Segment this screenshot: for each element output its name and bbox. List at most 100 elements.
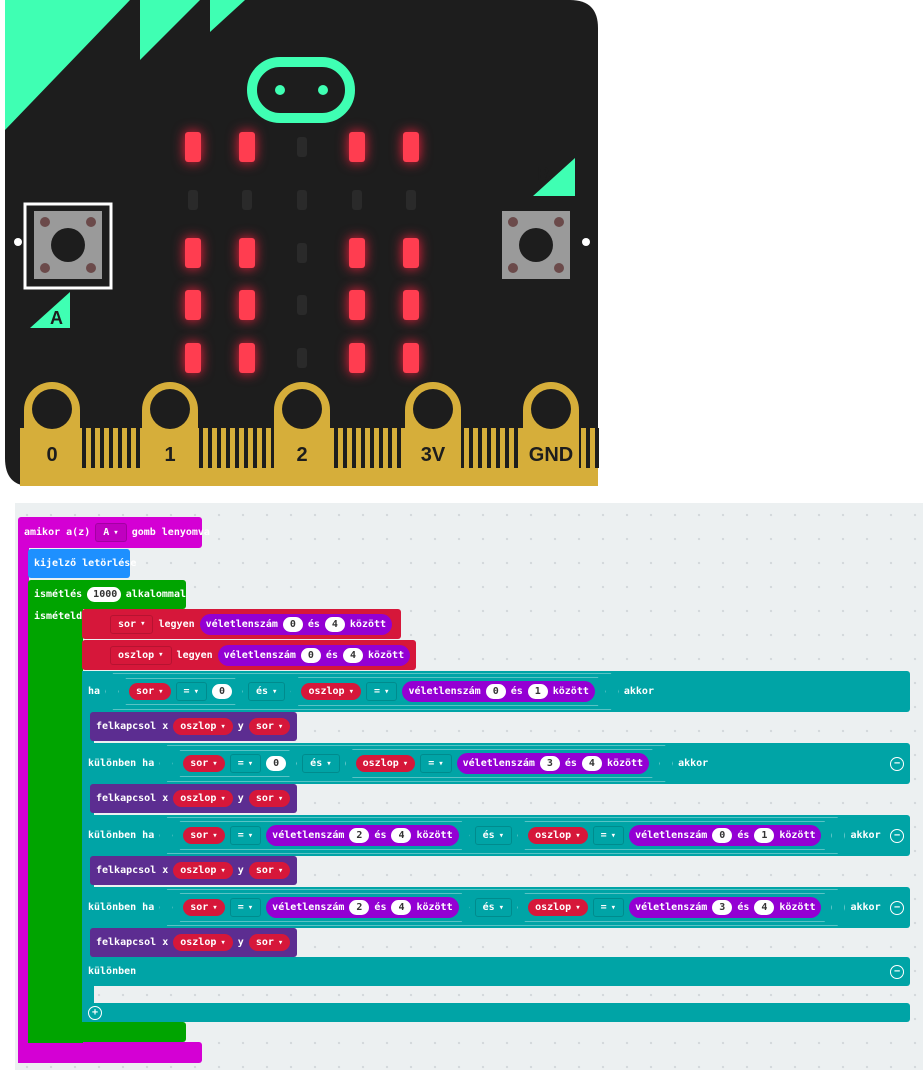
and-label: és [325, 649, 338, 661]
plot-block[interactable]: felkapcsol xoszlopysor [90, 856, 297, 885]
pin-3V[interactable]: 3V [405, 382, 461, 486]
y-variable-dropdown[interactable]: sor [248, 790, 291, 807]
variable-dropdown[interactable]: oszlop [110, 645, 172, 665]
variable-dropdown[interactable]: sor [183, 755, 224, 772]
remove-condition-icon[interactable]: − [890, 900, 904, 915]
if-condition-row[interactable]: hasor=0ésoszlop=véletlenszám0és1közöttak… [82, 671, 910, 712]
variable-dropdown[interactable]: oszlop [528, 899, 588, 916]
operator-dropdown[interactable]: = [593, 898, 624, 917]
random-to-input[interactable]: 4 [324, 616, 345, 632]
variable-dropdown[interactable]: oszlop [528, 827, 588, 844]
if-condition-row[interactable]: különben hasor=véletlenszám2és4közöttéso… [82, 887, 910, 928]
plot-block[interactable]: felkapcsol xoszlopysor [90, 784, 297, 813]
else-row[interactable]: különben − [82, 957, 910, 986]
operator-dropdown[interactable]: = [230, 754, 261, 773]
random-from-input[interactable]: 2 [349, 900, 369, 915]
random-to-input[interactable]: 4 [391, 828, 411, 843]
random-to-input[interactable]: 4 [342, 647, 363, 663]
y-variable-dropdown[interactable]: sor [248, 934, 291, 951]
random-to-input[interactable]: 4 [391, 900, 411, 915]
clear-screen-block[interactable]: kijelző letörlése [28, 549, 136, 578]
compare-block[interactable]: sor = 0 [172, 750, 297, 777]
variable-dropdown[interactable]: oszlop [356, 755, 416, 772]
operator-dropdown[interactable]: = [230, 826, 261, 845]
compare-block[interactable]: sor = 0 [118, 678, 243, 705]
random-from-input[interactable]: 2 [349, 828, 369, 843]
variable-dropdown[interactable]: sor [110, 614, 154, 634]
on-button-pressed-block[interactable]: amikor a(z) A gomb lenyomva [18, 517, 210, 548]
random-from-input[interactable]: 3 [712, 900, 732, 915]
pin-GND[interactable]: GND [523, 382, 579, 486]
remove-condition-icon[interactable]: − [890, 828, 904, 843]
number-input[interactable]: 0 [212, 684, 232, 699]
variable-dropdown[interactable]: sor [129, 683, 170, 700]
and-dropdown[interactable]: és [475, 898, 512, 917]
operator-dropdown[interactable]: = [176, 682, 207, 701]
random-to-input[interactable]: 1 [754, 828, 774, 843]
operator-dropdown[interactable]: = [230, 898, 261, 917]
random-to-input[interactable]: 1 [528, 684, 548, 699]
led-on [349, 132, 365, 162]
variable-dropdown[interactable]: sor [183, 899, 224, 916]
y-variable-dropdown[interactable]: sor [248, 862, 291, 879]
logo-icon[interactable] [247, 57, 355, 123]
variable-dropdown[interactable]: sor [183, 827, 224, 844]
y-variable-dropdown[interactable]: sor [248, 718, 291, 735]
random-to-input[interactable]: 4 [754, 900, 774, 915]
pin-0[interactable]: 0 [24, 382, 80, 486]
button-b[interactable] [502, 211, 570, 279]
random-label: véletlenszám [272, 830, 345, 841]
random-from-input[interactable]: 3 [540, 756, 560, 771]
operator-dropdown[interactable]: = [593, 826, 624, 845]
and-block[interactable]: sor=véletlenszám2és4közöttésoszlop=vélet… [159, 817, 845, 854]
and-dropdown[interactable]: és [302, 754, 339, 773]
pin-1[interactable]: 1 [142, 382, 198, 486]
x-variable-dropdown[interactable]: oszlop [173, 790, 233, 807]
random-from-input[interactable]: 0 [282, 616, 303, 632]
add-else-if-icon[interactable]: + [88, 1005, 102, 1020]
random-from-input[interactable]: 0 [486, 684, 506, 699]
button-dropdown[interactable]: A [95, 523, 127, 542]
button-a[interactable] [23, 202, 113, 290]
and-dropdown[interactable]: és [248, 682, 285, 701]
x-variable-dropdown[interactable]: oszlop [173, 718, 233, 735]
operator-dropdown[interactable]: = [366, 682, 397, 701]
and-dropdown[interactable]: és [475, 826, 512, 845]
number-input[interactable]: 0 [266, 756, 286, 771]
plot-block[interactable]: felkapcsol xoszlopysor [90, 712, 297, 741]
operator-dropdown[interactable]: = [420, 754, 451, 773]
blocks-workspace[interactable]: amikor a(z) A gomb lenyomva kijelző letö… [15, 503, 923, 1070]
random-from-input[interactable]: 0 [712, 828, 732, 843]
random-to-input[interactable]: 4 [582, 756, 602, 771]
if-condition-row[interactable]: különben hasor=0ésoszlop=véletlenszám3és… [82, 743, 910, 784]
remove-condition-icon[interactable]: − [890, 756, 904, 771]
repeat-count-input[interactable]: 1000 [87, 587, 121, 602]
pin-2[interactable]: 2 [274, 382, 330, 486]
variable-dropdown[interactable]: oszlop [301, 683, 361, 700]
plot-block[interactable]: felkapcsol xoszlopysor [90, 928, 297, 957]
random-from-input[interactable]: 0 [300, 647, 321, 663]
x-variable-dropdown[interactable]: oszlop [173, 862, 233, 879]
x-variable-dropdown[interactable]: oszlop [173, 934, 233, 951]
remove-else-icon[interactable]: − [890, 964, 904, 979]
if-condition-row[interactable]: különben hasor=véletlenszám2és4közöttéso… [82, 815, 910, 856]
